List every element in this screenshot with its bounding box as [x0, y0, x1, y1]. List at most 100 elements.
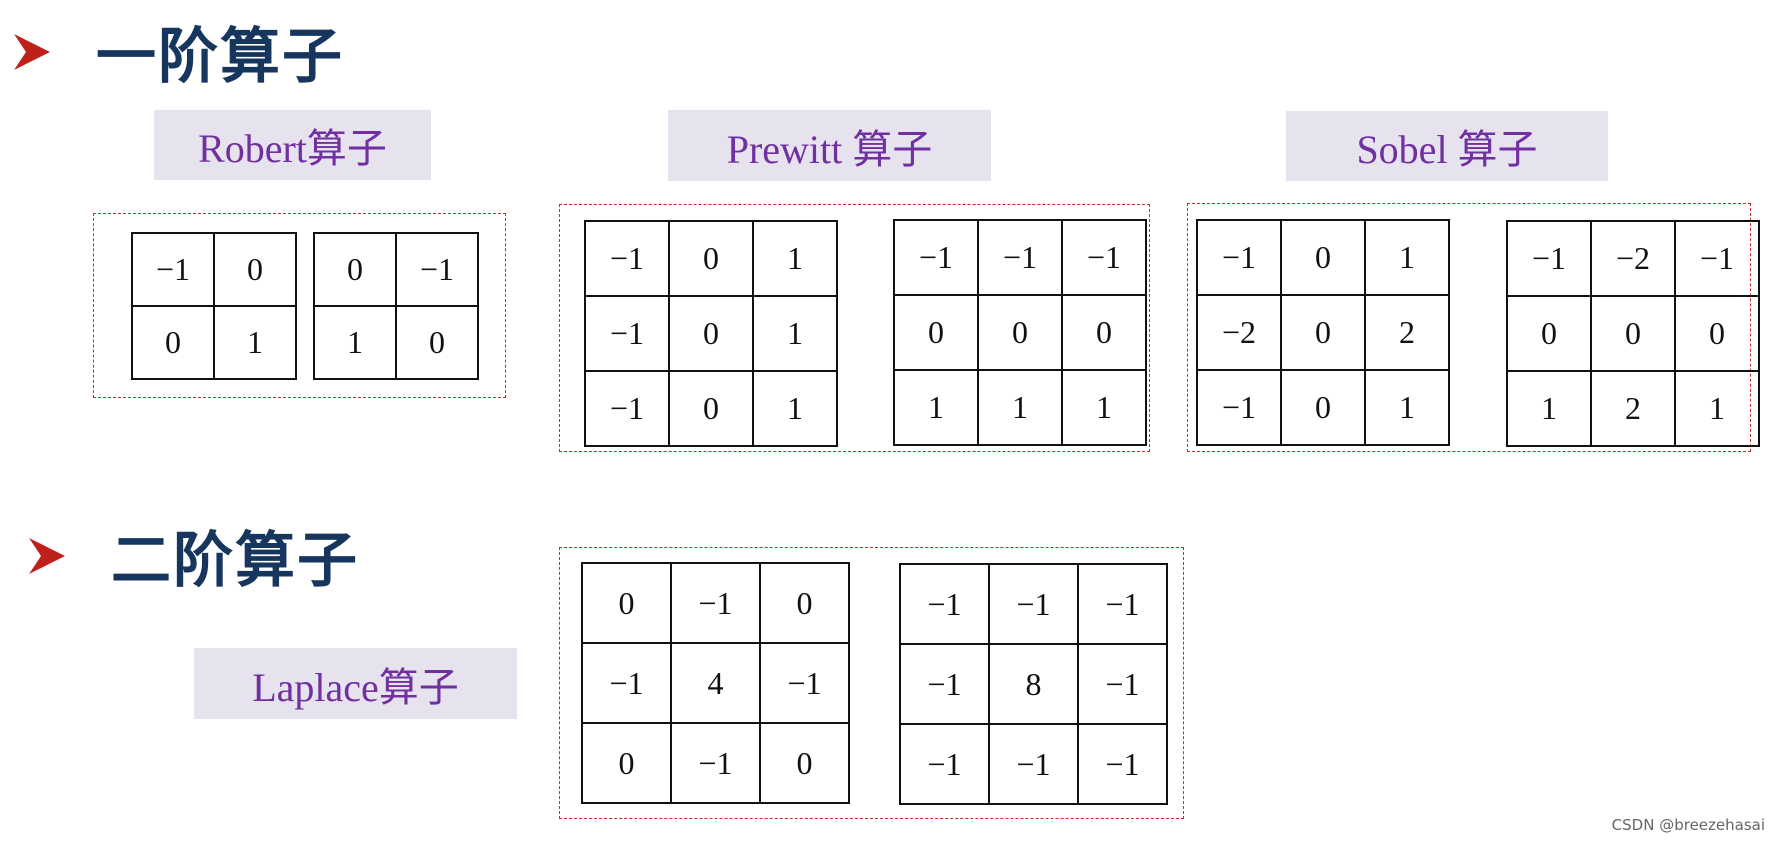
kernel-cell: −1: [1506, 220, 1592, 297]
kernel-cell: 0: [759, 722, 850, 804]
kernel-cell: 0: [1280, 294, 1366, 371]
kernel-cell: 0: [1280, 219, 1366, 296]
kernel-cell: 0: [213, 232, 297, 307]
kernel-cell: 1: [752, 295, 838, 372]
kernel-cell: −1: [670, 562, 761, 644]
kernel-cell: −1: [977, 219, 1063, 296]
kernel-cell: −1: [988, 723, 1079, 805]
kernel-cell: 0: [313, 232, 397, 307]
laplace-label: Laplace算子: [194, 648, 517, 719]
kernel-cell: −1: [1077, 643, 1168, 725]
prewitt-group: [559, 204, 1150, 452]
kernel-cell: −1: [581, 642, 672, 724]
heading-second-order-text: 二阶算子: [111, 526, 359, 596]
kernel-cell: −1: [988, 563, 1079, 645]
kernel-cell: 0: [893, 294, 979, 371]
kernel-cell: −1: [1196, 369, 1282, 446]
kernel-cell: 1: [752, 220, 838, 297]
kernel-cell: −1: [584, 220, 670, 297]
kernel-row: 0−1: [313, 232, 479, 307]
robert-label: Robert算子: [154, 110, 431, 180]
kernel-cell: 0: [977, 294, 1063, 371]
kernel-cell: −1: [759, 642, 850, 724]
heading-second-order: 二阶算子: [27, 512, 359, 599]
kernel-row: −1−1−1: [893, 219, 1147, 296]
kernel-cell: 0: [759, 562, 850, 644]
kernel-cell: −1: [899, 723, 990, 805]
kernel-row: −1−1−1: [899, 563, 1168, 645]
kernel-cell: 2: [1364, 294, 1450, 371]
kernel-cell: 8: [988, 643, 1079, 725]
kernel-cell: 0: [1506, 295, 1592, 372]
kernel-cell: 1: [1364, 369, 1450, 446]
heading-first-order: 一阶算子: [12, 8, 344, 95]
kernel-cell: 1: [313, 305, 397, 380]
kernel-cell: 2: [1590, 370, 1676, 447]
kernel-cell: 1: [1061, 369, 1147, 446]
robert-group: [93, 213, 506, 398]
kernel-row: −1−2−1: [1506, 220, 1760, 297]
kernel-cell: 1: [893, 369, 979, 446]
kernel-cell: −2: [1590, 220, 1676, 297]
watermark: CSDN @breezehasai: [1611, 816, 1765, 834]
kernel-row: −1−1−1: [899, 723, 1168, 805]
kernel-cell: −1: [899, 563, 990, 645]
arrow-bullet-icon: [29, 537, 65, 574]
heading-first-order-text: 一阶算子: [96, 22, 344, 92]
kernel-cell: 0: [1061, 294, 1147, 371]
kernel-cell: 0: [668, 295, 754, 372]
arrow-bullet-icon: [14, 33, 50, 70]
kernel-cell: 4: [670, 642, 761, 724]
kernel-cell: 1: [213, 305, 297, 380]
kernel-cell: 0: [1590, 295, 1676, 372]
sobel-label: Sobel 算子: [1286, 111, 1608, 181]
kernel-cell: 0: [1280, 369, 1366, 446]
kernel-cell: 0: [668, 370, 754, 447]
laplace-group: [559, 547, 1184, 819]
kernel-cell: −1: [899, 643, 990, 725]
kernel-cell: −1: [584, 295, 670, 372]
kernel-cell: 1: [1674, 370, 1760, 447]
kernel-cell: −1: [893, 219, 979, 296]
kernel-cell: 0: [668, 220, 754, 297]
kernel-cell: 0: [1674, 295, 1760, 372]
kernel-cell: 1: [977, 369, 1063, 446]
kernel-cell: 0: [395, 305, 479, 380]
prewitt-label: Prewitt 算子: [668, 110, 991, 181]
kernel-cell: −2: [1196, 294, 1282, 371]
kernel-cell: −1: [1077, 563, 1168, 645]
kernel-cell: 1: [1364, 219, 1450, 296]
kernel-cell: −1: [1061, 219, 1147, 296]
kernel-cell: −1: [1077, 723, 1168, 805]
kernel-cell: −1: [1196, 219, 1282, 296]
kernel-cell: 1: [1506, 370, 1592, 447]
kernel-cell: −1: [670, 722, 761, 804]
kernel-cell: 1: [752, 370, 838, 447]
kernel-cell: −1: [584, 370, 670, 447]
kernel-cell: −1: [131, 232, 215, 307]
kernel-cell: −1: [395, 232, 479, 307]
